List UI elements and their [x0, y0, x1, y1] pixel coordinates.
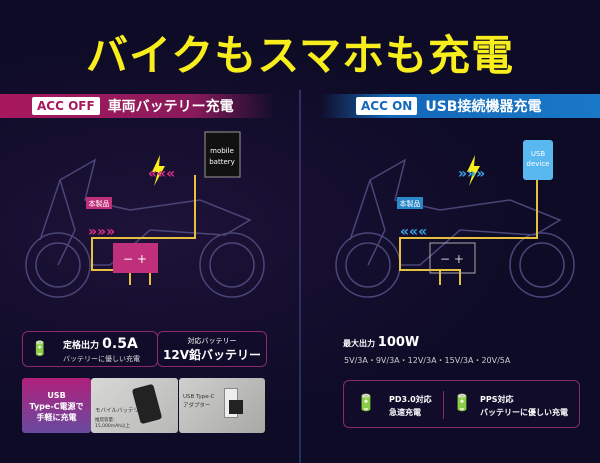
max-output-value: 100W	[377, 335, 420, 350]
spec-value: 0.5A	[102, 336, 138, 352]
product-label-box	[86, 197, 112, 209]
motorcycle-diagram-right: USB device »»» 本製品 ««« − +	[335, 140, 575, 298]
photo-usb-adapter: USB Type-C アダプター	[179, 378, 265, 433]
vehicle-battery-icon	[429, 242, 476, 274]
spec-sub: バッテリーに優しい充電	[63, 355, 140, 363]
feature-pps-sub: バッテリーに優しい充電	[480, 408, 568, 417]
feature-pd: PD3.0対応	[389, 395, 432, 404]
photo-caption: USB Type-C	[183, 394, 215, 400]
feature-pd-sub: 急速充電	[389, 408, 421, 417]
spec-battery-box: 対応バッテリー 12V鉛バッテリー	[157, 331, 267, 367]
features-box: 🔋 PD3.0対応 急速充電 🔋 PPS対応 バッテリーに優しい充電	[343, 380, 580, 428]
product-label: 本製品	[89, 199, 110, 208]
lightning-icon	[467, 155, 480, 186]
power-profiles: 5V/3A・9V/3A・12V/3A・15V/3A・20V/5A	[344, 356, 511, 365]
photo-caption: アダプター	[183, 403, 211, 409]
svg-text:− +: − +	[440, 252, 464, 266]
acc-off-tag: ACC OFF	[32, 97, 100, 115]
photo-mobile-battery: モバイルバッテリー 推奨容量： 15,000mAh以上	[91, 378, 178, 433]
max-output: 最大出力 100W	[343, 335, 419, 350]
spec-output-box: 🔋 定格出力 0.5A バッテリーに優しい充電	[22, 331, 158, 367]
spec-value: 12V鉛バッテリー	[163, 348, 261, 362]
spec-label: 対応バッテリー	[187, 337, 237, 345]
device-label: USB	[531, 150, 546, 158]
battery-heart-icon: 🔋	[452, 393, 472, 412]
battery-fast-charge-icon: 🔋	[356, 393, 376, 412]
device-label: battery	[209, 158, 235, 166]
page-title: バイクもスマホも充電	[86, 31, 514, 80]
acc-on-tag: ACC ON	[356, 97, 418, 115]
acc-on-heading: USB接続機器充電	[425, 99, 542, 115]
arrows-right-icon: »»»	[458, 166, 485, 182]
arrows-left-icon: «««	[148, 166, 175, 182]
vehicle-battery-icon	[113, 243, 158, 273]
max-output-label: 最大出力	[343, 339, 375, 348]
photo-sub: 推奨容量：	[95, 418, 118, 423]
motorcycle-outline-icon	[25, 158, 265, 298]
acc-on-banner: ACC ON USB接続機器充電	[320, 94, 600, 118]
product-label: 本製品	[400, 199, 421, 208]
feature-divider	[443, 391, 444, 419]
battery-heart-icon: 🔋	[31, 341, 49, 357]
headline-line: 手軽に充電	[36, 413, 77, 422]
usb-device-icon	[523, 140, 553, 180]
headline-line: USB	[47, 391, 66, 400]
product-label-box	[397, 197, 423, 209]
mobile-battery-icon	[204, 131, 241, 178]
photo-sub: 15,000mAh以上	[95, 424, 131, 429]
adapter-image	[229, 400, 243, 414]
photo-caption: モバイルバッテリー	[95, 408, 145, 414]
lightning-icon	[152, 155, 165, 186]
divider	[299, 90, 301, 463]
feature-pps: PPS対応	[480, 395, 514, 404]
motorcycle-outline-icon	[335, 158, 575, 298]
mobile-battery-image	[131, 383, 163, 425]
svg-text:− +: − +	[123, 252, 147, 266]
arrows-right-icon: »»»	[88, 224, 115, 240]
device-label: mobile	[210, 147, 234, 155]
headline-line: Type-C電源で	[29, 402, 84, 411]
acc-off-heading: 車両バッテリー充電	[107, 99, 234, 115]
motorcycle-diagram-left: mobile battery ««« 本製品 »»» − +	[25, 131, 265, 298]
usb-type-c-headline: USB Type-C電源で 手軽に充電	[22, 378, 91, 433]
acc-off-banner: ACC OFF 車両バッテリー充電	[0, 94, 275, 118]
device-label: device	[527, 160, 550, 168]
spec-label: 定格出力	[63, 341, 100, 351]
arrows-left-icon: «««	[400, 224, 427, 240]
